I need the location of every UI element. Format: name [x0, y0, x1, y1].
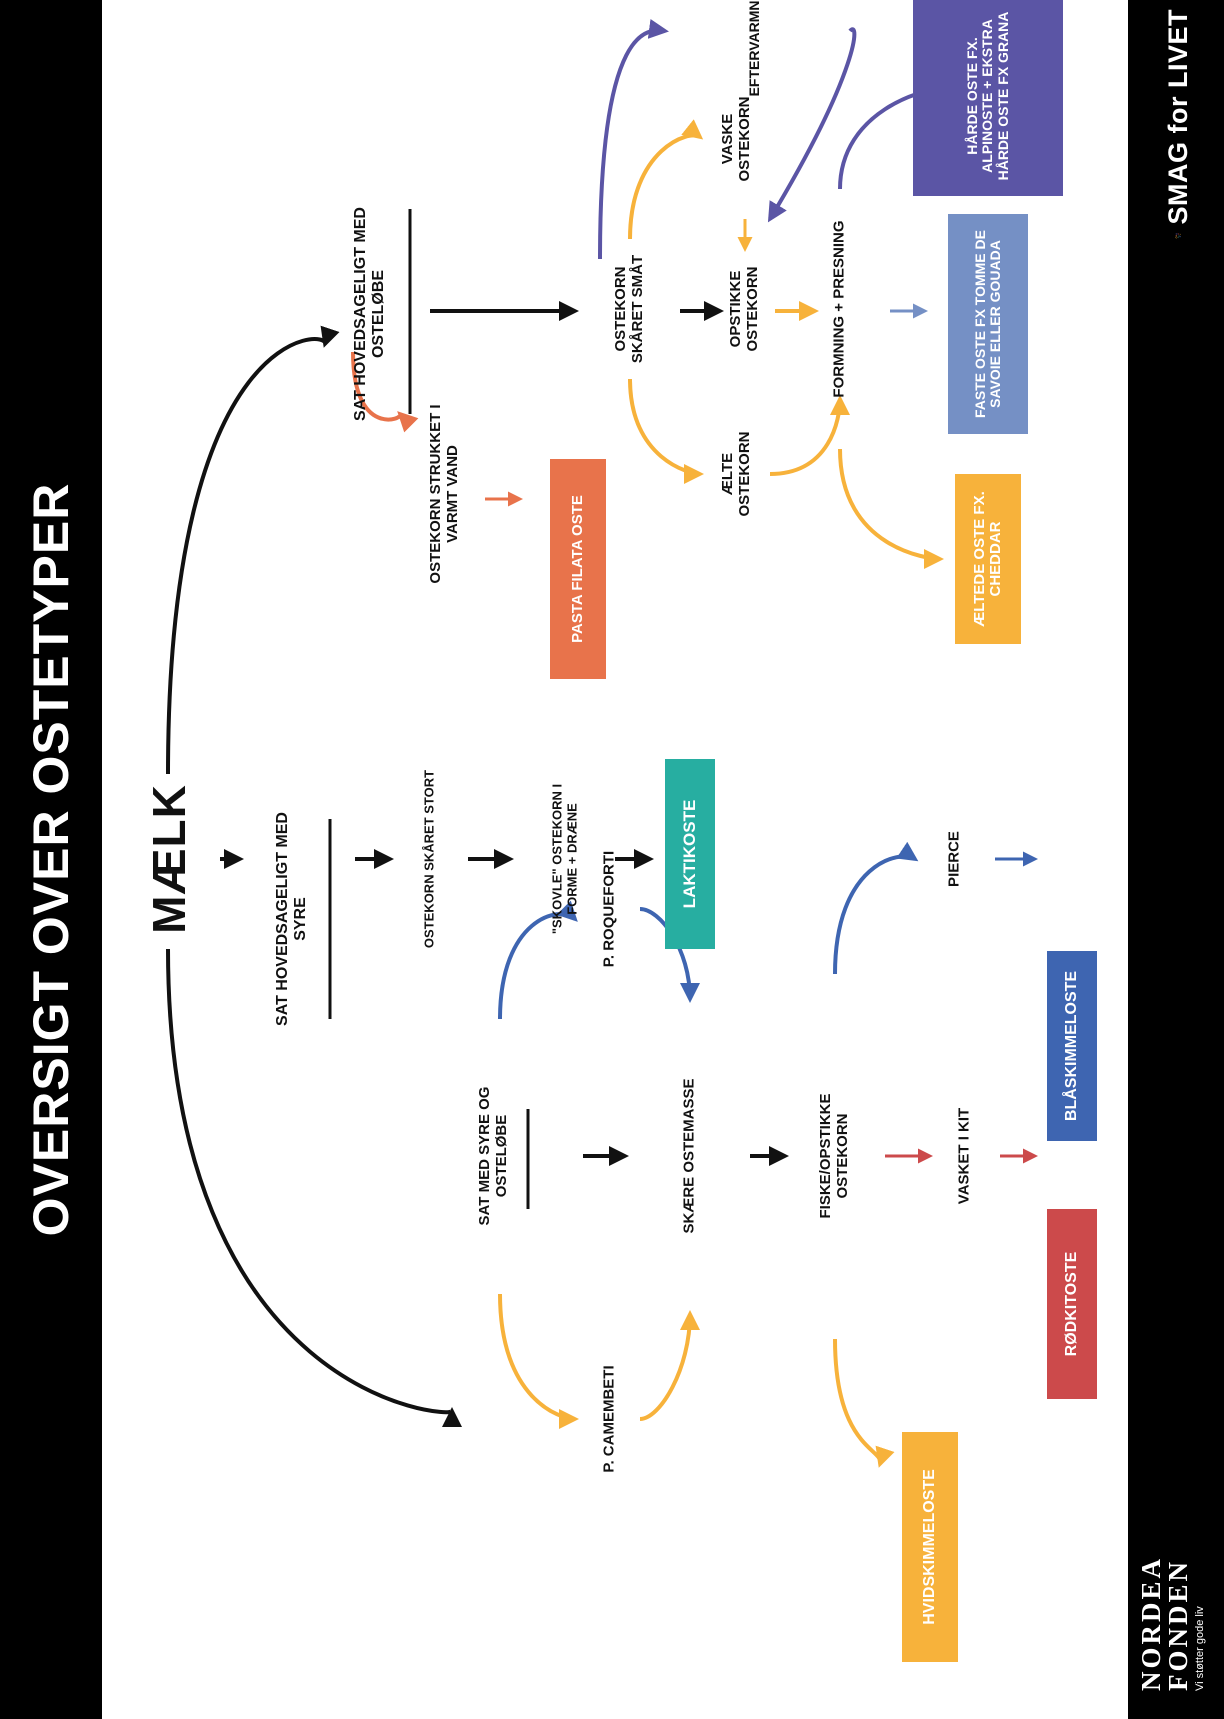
node-ostekorn-strukket: OSTEKORN STRUKKET I VARMT VAND [427, 404, 461, 584]
node-ostekorn-skaaret-stort: OSTEKORN SKÅRET STORT [421, 769, 437, 949]
node-p-camembeti: P. CAMEMBETI [600, 1365, 618, 1473]
node-sat-syre-osteloebe: SAT MED SYRE OG OSTELØBE [476, 1086, 510, 1226]
node-sat-syre: SAT HOVEDSAGELIGT MED SYRE [274, 812, 309, 1026]
node-skaere-ostemasse: SKÆRE OSTEMASSE [680, 1078, 698, 1234]
arrow-osteloebe-to-strukket [351, 351, 419, 433]
node-pierce: PIERCE [945, 831, 963, 887]
arrow-smaat-to-aelte [628, 378, 704, 484]
node-aelte-ostekorn: ÆLTE OSTEKORN [719, 431, 753, 517]
nordea-fonden-logo: NORDEA FONDEN Vi støtter gode liv [1136, 1551, 1218, 1691]
smag-logo-icon [1175, 233, 1181, 239]
arrow-fiske-to-pierce [833, 841, 919, 975]
arrow-sat-to-camembeti [498, 1293, 579, 1429]
smag-for-livet-logo: SMAG for LIVET [1140, 9, 1216, 239]
result-pasta-filata: PASTA FILATA OSTE [550, 459, 606, 679]
node-vasket-i-kit: VASKET I KIT [955, 1107, 973, 1205]
nordea-logo-line2: FONDEN [1163, 1559, 1193, 1691]
result-aeltede-oste: ÆLTEDE OSTE FX. CHEDDAR [955, 474, 1021, 644]
result-haarde-oste: HÅRDE OSTE FX. ALPINOSTE + EKSTRA HÅRDE … [913, 0, 1063, 196]
smag-logo-text: SMAG for LIVET [1162, 9, 1193, 225]
result-roedkitoste: RØDKITOSTE [1047, 1209, 1097, 1399]
arrow-maelk-to-sat-osteloebe [166, 325, 340, 775]
arrow-sat-to-roqueforti [498, 900, 578, 1020]
arrow-maelk-to-sat-syre-osteloebe [166, 948, 462, 1428]
arrow-aelte-to-formning [769, 395, 850, 476]
node-skovle: "SKOVLE" OSTEKORN I FORME + DRÆNE [549, 783, 579, 935]
result-hvidskimmeloste: HVIDSKIMMELOSTE [902, 1432, 958, 1662]
arrow-fiske-to-hvid [833, 1338, 895, 1468]
node-sat-osteloebe: SAT HOVEDSAGELIGT MED OSTELØBE [352, 207, 387, 421]
result-blaaskimmeloste: BLÅSKIMMELOSTE [1047, 951, 1097, 1141]
arrow-smaat-to-eftervarmning [598, 18, 669, 260]
result-laktikoste: LAKTIKOSTE [665, 759, 715, 949]
node-ostekorn-skaaret-smaat: OSTEKORN SKÅRET SMÅT [612, 254, 646, 364]
arrow-smaat-to-vaske [628, 119, 704, 240]
arrow-formning-to-aeltede [838, 448, 944, 569]
nordea-tagline: Vi støtter gode liv [1194, 1606, 1206, 1691]
arrow-eftervarmning-to-opstikke [767, 27, 857, 223]
nordea-logo-line1: NORDEA [1136, 1555, 1166, 1691]
result-faste-oste: FASTE OSTE FX TOMME DE SAVOIE ELLER GOUA… [948, 214, 1028, 434]
node-maelk: MÆLK [143, 784, 196, 934]
node-p-roqueforti: P. ROQUEFORTI [600, 850, 618, 968]
node-opstikke-ostekorn: OPSTIKKE OSTEKORN [727, 266, 761, 352]
node-fiske-opstikke: FISKE/OPSTIKKE OSTEKORN [817, 1093, 851, 1219]
node-eftervarmning: EFTERVARMNING [746, 0, 763, 97]
arrow-camembeti-to-skaere [639, 1310, 700, 1421]
footer-bar [1128, 0, 1224, 1719]
node-formning-presning: FORMNING + PRESNING [830, 220, 848, 398]
